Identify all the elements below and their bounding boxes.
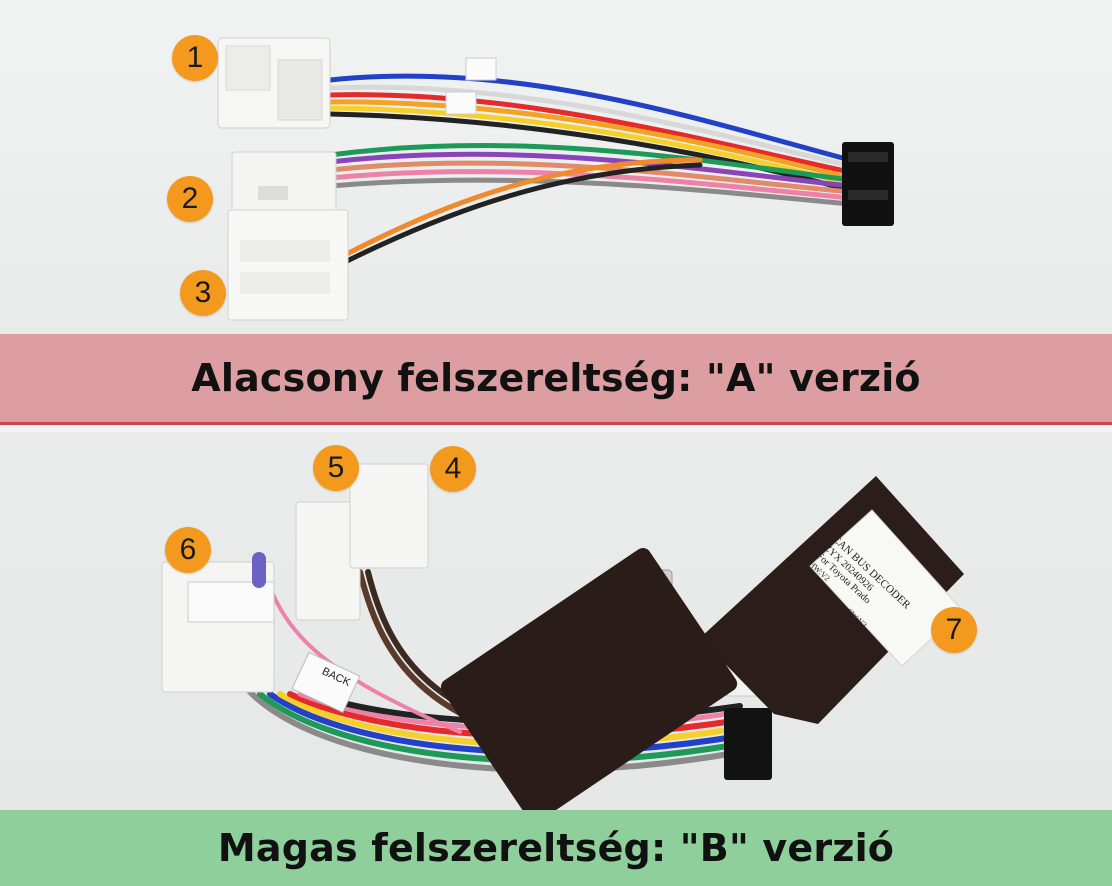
harness-a-photo: 1 2 3 xyxy=(0,0,1112,334)
harness-b-photo: BACK CAN BUS DECODER ZYX 20240926 For To… xyxy=(0,432,1112,810)
number-badge-6: 6 xyxy=(165,527,211,573)
number-badge-1: 1 xyxy=(172,35,218,81)
version-b-title: Magas felszereltség: "B" verzió xyxy=(217,826,895,870)
number-badge-5: 5 xyxy=(313,445,359,491)
number-badge-3: 3 xyxy=(180,270,226,316)
number-badge-2: 2 xyxy=(167,176,213,222)
number-badge-7: 7 xyxy=(931,607,977,653)
banner-gap xyxy=(0,425,1112,432)
harness-b-illustration: BACK xyxy=(161,463,964,810)
version-b-banner: Magas felszereltség: "B" verzió xyxy=(0,810,1112,886)
can-bus-decoder-box xyxy=(440,547,738,810)
banner-divider xyxy=(0,422,1112,425)
number-badge-4: 4 xyxy=(430,446,476,492)
version-a-title: Alacsony felszereltség: "A" verzió xyxy=(191,356,921,400)
version-a-banner: Alacsony felszereltség: "A" verzió xyxy=(0,334,1112,422)
harness-a-illustration xyxy=(217,37,894,321)
